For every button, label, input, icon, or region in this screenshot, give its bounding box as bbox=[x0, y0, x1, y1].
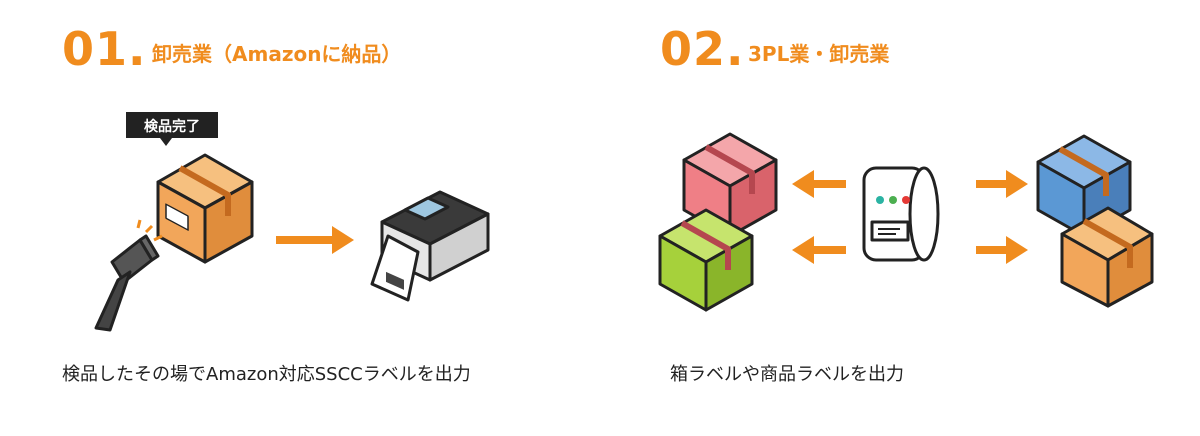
scanner-icon bbox=[94, 219, 163, 332]
arrow-left-icon bbox=[792, 236, 846, 264]
box-icon bbox=[1060, 206, 1154, 308]
arrow-right-icon bbox=[976, 236, 1028, 264]
section-title: 卸売業（Amazonに納品） bbox=[152, 42, 402, 66]
3pl-illustration bbox=[658, 132, 1154, 312]
roll-printer-icon bbox=[862, 166, 940, 262]
section-number: 02. bbox=[660, 22, 745, 76]
section-title: 3PL業・卸売業 bbox=[748, 42, 890, 66]
section-caption: 検品したその場でAmazon対応SSCCラベルを出力 bbox=[62, 364, 471, 385]
arrow-left-icon bbox=[792, 170, 846, 198]
label-printer-icon bbox=[370, 190, 490, 302]
tag-label: 検品完了 bbox=[144, 118, 200, 135]
wholesale-illustration: 検品完了 bbox=[94, 112, 490, 332]
box-icon bbox=[156, 153, 254, 264]
arrow-right-icon bbox=[276, 226, 354, 254]
section-number: 01. bbox=[62, 22, 147, 76]
section-wholesale: 01. 卸売業（Amazonに納品） 検品完了 bbox=[62, 22, 490, 385]
inspection-complete-tag: 検品完了 bbox=[126, 112, 218, 146]
arrow-right-icon bbox=[976, 170, 1028, 198]
section-caption: 箱ラベルや商品ラベルを出力 bbox=[670, 364, 904, 385]
box-icon bbox=[658, 208, 754, 312]
section-3pl: 02. 3PL業・卸売業 bbox=[600, 0, 1200, 436]
